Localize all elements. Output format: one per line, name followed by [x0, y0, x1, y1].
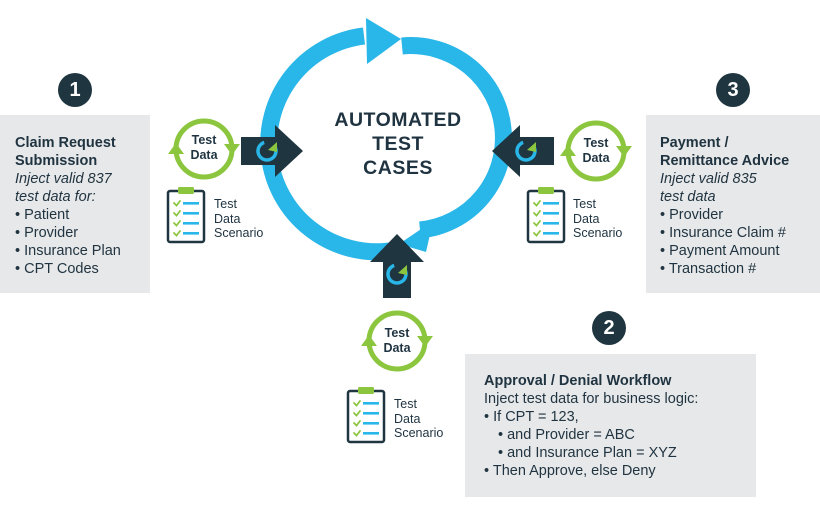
center-title: AUTOMATED TEST CASES — [318, 108, 478, 180]
scenario-line: Scenario — [394, 426, 444, 440]
clipboard-checklist-icon — [166, 186, 206, 244]
step-2-number: 2 — [592, 311, 626, 345]
step-3-item: • Provider — [660, 207, 724, 223]
clipboard-checklist-icon — [526, 186, 566, 244]
step-3-item: • Payment Amount — [660, 243, 780, 259]
step-1-item: • Patient — [15, 207, 70, 223]
center-title-line: CASES — [363, 157, 433, 179]
step-2-description: Inject test data for business logic: — [484, 391, 699, 407]
left-arrow-icon — [492, 125, 554, 177]
step-3-title: Payment / — [660, 135, 729, 151]
step-1-item: • CPT Codes — [15, 261, 99, 277]
test-data-cycle: Test Data — [168, 113, 240, 185]
test-data-label: Data — [383, 341, 411, 355]
test-data-label: Test — [583, 136, 609, 150]
test-data-label: Data — [582, 151, 610, 165]
test-data-scenario-label: Test Data Scenario — [214, 197, 263, 241]
center-title-line: TEST — [372, 133, 424, 155]
scenario-line: Data — [214, 211, 241, 226]
center-title-line: AUTOMATED — [334, 109, 462, 131]
scenario-line: Test — [214, 197, 237, 211]
right-arrow-icon — [241, 125, 303, 177]
step-1-description: Inject valid 837 — [15, 171, 112, 187]
step-2-title: Approval / Denial Workflow — [484, 373, 672, 389]
test-data-scenario-label: Test Data Scenario — [573, 197, 622, 241]
step-1-number: 1 — [58, 73, 92, 107]
step-1-title: Claim Request — [15, 135, 116, 151]
scenario-line: Data — [394, 411, 421, 426]
step-3-item: • Insurance Claim # — [660, 225, 786, 241]
scenario-line: Test — [394, 397, 417, 411]
clipboard-checklist-icon — [346, 386, 386, 444]
up-arrow-icon — [370, 234, 424, 298]
step-1-item: • Insurance Plan — [15, 243, 121, 259]
step-3-description: test data — [660, 189, 716, 205]
step-2-item: • If CPT = 123, — [484, 409, 579, 425]
step-3-number: 3 — [716, 73, 750, 107]
step-3-title: Remittance Advice — [660, 153, 790, 169]
scenario-line: Test — [573, 197, 596, 211]
step-3-description: Inject valid 835 — [660, 171, 757, 187]
test-data-scenario-label: Test Data Scenario — [394, 397, 443, 441]
test-data-cycle: Test Data — [560, 115, 632, 187]
step-2-item: • and Provider = ABC — [498, 427, 635, 443]
step-2-panel: Approval / Denial Workflow Inject test d… — [465, 354, 756, 497]
step-1-panel: Claim Request Submission Inject valid 83… — [0, 115, 150, 293]
step-3-panel: Payment / Remittance Advice Inject valid… — [646, 115, 820, 293]
scenario-line: Scenario — [573, 226, 623, 240]
scenario-line: Data — [573, 211, 600, 226]
test-data-cycle: Test Data — [361, 305, 433, 377]
scenario-line: Scenario — [214, 226, 264, 240]
step-1-description: test data for: — [15, 189, 96, 205]
step-3-item: • Transaction # — [660, 261, 757, 277]
test-data-label: Test — [191, 133, 217, 147]
step-2-item: • and Insurance Plan = XYZ — [498, 445, 677, 461]
step-2-item: • Then Approve, else Deny — [484, 463, 656, 479]
test-data-label: Data — [190, 148, 218, 162]
step-1-title: Submission — [15, 153, 98, 169]
step-1-item: • Provider — [15, 225, 79, 241]
test-data-label: Test — [384, 326, 410, 340]
